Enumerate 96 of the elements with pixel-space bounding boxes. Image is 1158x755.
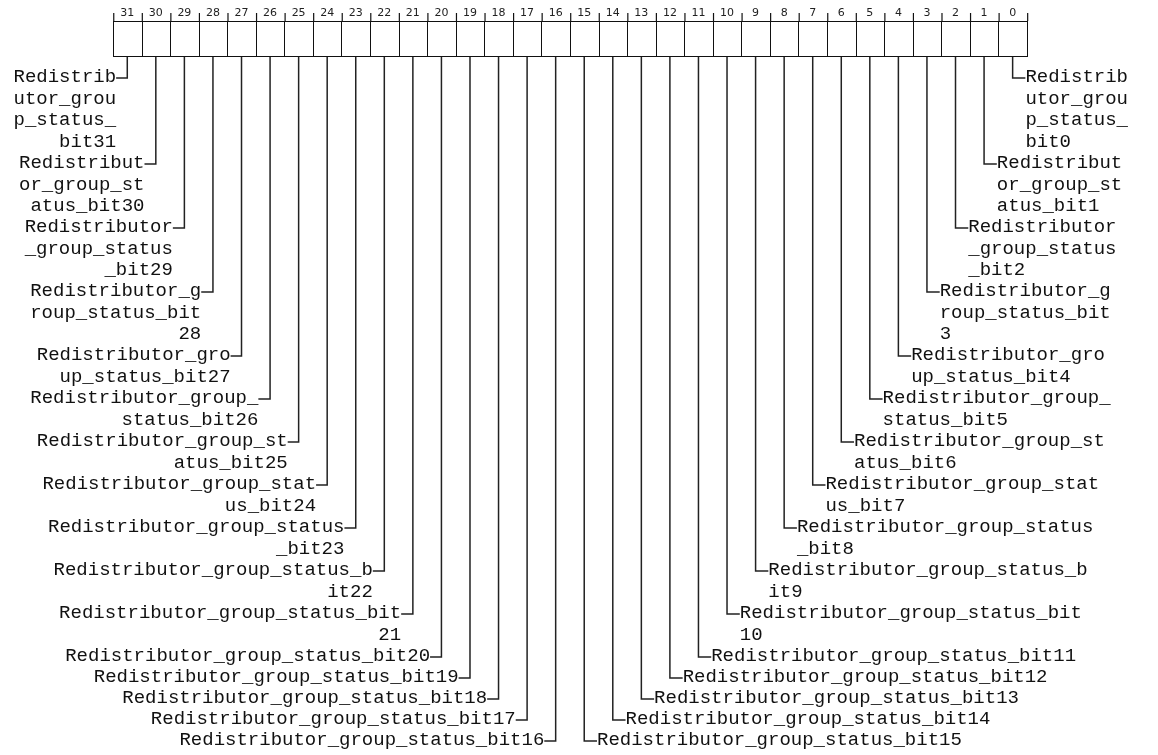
leader-line <box>669 56 684 679</box>
leader-line <box>172 56 186 229</box>
leader-line <box>754 56 770 572</box>
leader-line <box>286 56 300 443</box>
field-label: Redistributor_group_status_bit13 <box>654 688 1019 710</box>
field-label: Redistributor_group_status_bit21 <box>58 603 402 647</box>
field-label: Redistributor_group_status_bit22 <box>53 560 373 604</box>
bit-number: 11 <box>691 5 706 20</box>
bit-number: 18 <box>491 5 506 20</box>
leader-line <box>429 56 443 658</box>
bit-number: 14 <box>605 5 620 20</box>
leader-line <box>954 56 969 229</box>
field-label: Redistributor_group_status_bit0 <box>1025 67 1129 153</box>
leader-line <box>229 56 243 357</box>
leader-line <box>926 56 941 293</box>
bit-number: 27 <box>234 5 249 20</box>
leader-line <box>372 56 386 572</box>
bit-number: 22 <box>377 5 392 20</box>
field-label: Redistributor_group_status_bit14 <box>625 709 991 731</box>
bit-number: 7 <box>809 5 817 20</box>
leader-line <box>811 56 827 486</box>
field-label: Redistributor_group_status_bit30 <box>18 153 145 218</box>
field-label: Redistributor_group_status_bit25 <box>36 431 288 475</box>
leader-line <box>1011 56 1027 79</box>
bit-number: 26 <box>263 5 278 20</box>
leader-line <box>143 56 157 165</box>
field-label: Redistributor_group_status_bit11 <box>711 646 1077 668</box>
field-label: Redistributor_group_status_bit5 <box>882 388 1112 432</box>
field-label: Redistributor_group_status_bit18 <box>122 688 488 710</box>
bit-number: 6 <box>837 5 845 20</box>
bit-number: 15 <box>577 5 592 20</box>
leader-line <box>115 56 128 79</box>
leader-line <box>583 56 598 742</box>
bit-number: 13 <box>634 5 649 20</box>
leader-line <box>514 56 528 721</box>
bit-number: 20 <box>434 5 449 20</box>
bit-number: 25 <box>291 5 306 20</box>
field-label: Redistributor_group_status_bit15 <box>597 730 962 752</box>
bit-number: 29 <box>177 5 192 20</box>
bit-number: 0 <box>1009 5 1017 20</box>
leader-line <box>200 56 214 293</box>
field-label: Redistributor_group_status_bit24 <box>41 474 317 518</box>
bit-number: 16 <box>548 5 563 20</box>
leader-line <box>343 56 357 529</box>
leader-line <box>315 56 328 486</box>
leader-line <box>897 56 912 357</box>
bit-number: 8 <box>780 5 788 20</box>
field-label: Redistributor_group_status_bit2 <box>968 217 1117 282</box>
field-label: Redistributor_group_status_bit7 <box>825 474 1100 518</box>
bit-number: 17 <box>520 5 535 20</box>
bit-number: 5 <box>866 5 874 20</box>
bit-number: 10 <box>720 5 734 20</box>
leader-line <box>400 56 414 615</box>
leader-line <box>640 56 655 700</box>
field-label: Redistributor_group_status_bit20 <box>65 646 431 668</box>
bit-number: 24 <box>320 5 335 20</box>
field-label: Redistributor_group_status_bit10 <box>739 603 1083 647</box>
leader-line <box>457 56 471 679</box>
bit-number: 21 <box>405 5 420 20</box>
bit-number: 2 <box>952 5 959 20</box>
field-label: Redistributor_group_status_bit12 <box>682 667 1048 689</box>
field-label: Redistributor_group_status_bit16 <box>179 730 545 752</box>
bit-number: 3 <box>923 5 931 20</box>
field-label: Redistributor_group_status_bit9 <box>768 560 1089 604</box>
field-label: Redistributor_group_status_bit23 <box>47 517 345 561</box>
leader-line <box>486 56 500 700</box>
leader-line <box>612 56 627 721</box>
bit-number: 30 <box>148 5 163 20</box>
leader-line <box>983 56 998 165</box>
leader-line <box>257 56 271 400</box>
bit-number: 28 <box>205 5 220 20</box>
leader-line <box>726 56 741 615</box>
field-label: Redistributor_group_status_bit19 <box>93 667 459 689</box>
bit-number: 19 <box>463 5 477 20</box>
field-label: Redistributor_group_status_bit29 <box>24 217 173 282</box>
field-label: Redistributor_group_status_bit27 <box>36 345 231 389</box>
field-label: Redistributor_group_status_bit1 <box>996 153 1123 218</box>
bit-number: 31 <box>120 5 135 20</box>
leader-line <box>869 56 884 400</box>
leader-line <box>783 56 798 529</box>
field-label: Redistributor_group_status_bit3 <box>939 281 1112 346</box>
leader-line <box>543 56 557 742</box>
field-label: Redistributor_group_status_bit17 <box>150 709 516 731</box>
field-label: Redistributor_group_status_bit31 <box>13 67 117 153</box>
field-label: Redistributor_group_status_bit6 <box>854 431 1106 475</box>
bit-number: 23 <box>348 5 363 20</box>
field-label: Redistributor_group_status_bit4 <box>911 345 1106 389</box>
bit-number: 9 <box>752 5 760 20</box>
bit-number: 4 <box>894 5 902 20</box>
bit-number: 1 <box>980 5 988 20</box>
field-label: Redistributor_group_status_bit28 <box>29 281 202 346</box>
bit-number: 12 <box>662 5 677 20</box>
field-label: Redistributor_group_status_bit26 <box>29 388 259 432</box>
field-label: Redistributor_group_status_bit8 <box>796 517 1094 561</box>
leader-line <box>697 56 712 658</box>
leader-line <box>840 56 855 443</box>
